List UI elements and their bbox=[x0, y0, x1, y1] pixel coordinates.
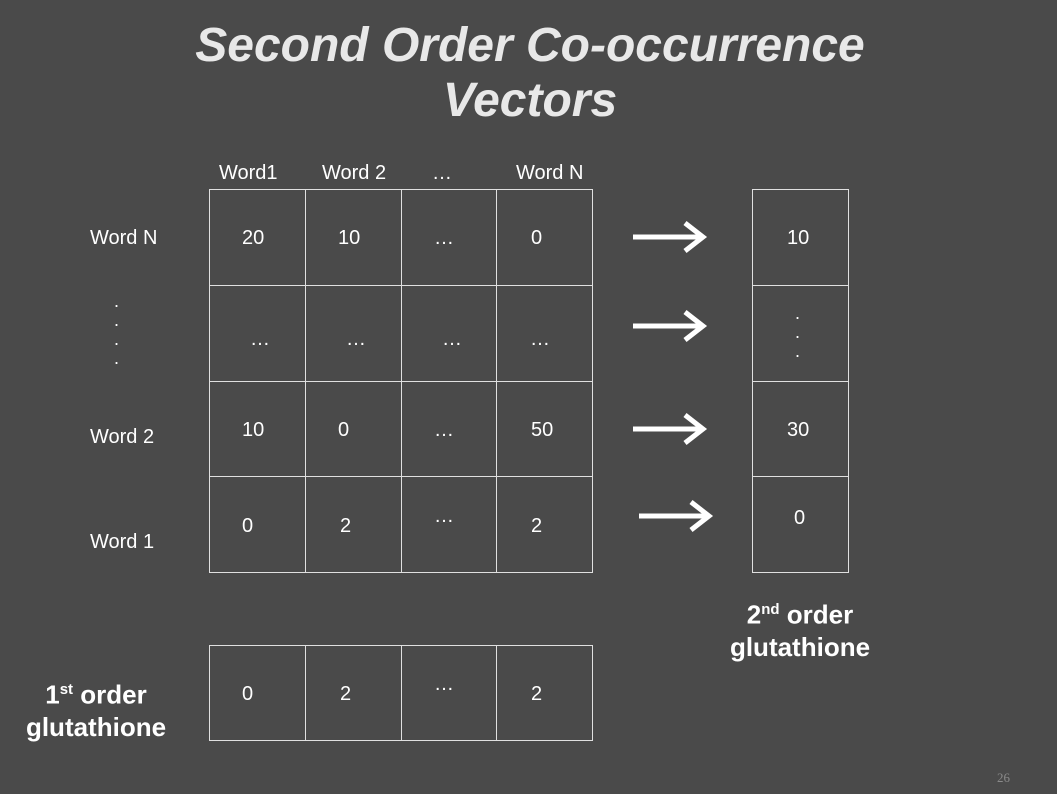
second-order-vector bbox=[752, 189, 849, 573]
matrix-cell: … bbox=[442, 328, 462, 350]
column-header-wordn: Word N bbox=[516, 162, 584, 184]
matrix-cell: 10 bbox=[338, 227, 361, 249]
row-label-wordn: Word N bbox=[90, 227, 158, 249]
vector-cell: 10 bbox=[787, 227, 810, 249]
column-header-word1: Word1 bbox=[219, 162, 278, 184]
matrix-cell: … bbox=[250, 328, 270, 350]
row-label-vertical-dots: .... bbox=[114, 291, 120, 368]
arrow-right-icon bbox=[631, 412, 709, 446]
slide-title: Second Order Co-occurrence Vectors bbox=[0, 18, 1057, 128]
vector-cell: 30 bbox=[787, 419, 810, 441]
second-order-caption: 2nd order glutathione bbox=[729, 599, 871, 662]
first-order-vector bbox=[209, 645, 593, 741]
first-order-caption: 1st order glutathione bbox=[25, 679, 167, 742]
matrix-cell: 10 bbox=[242, 419, 265, 441]
vector-cell: 2 bbox=[531, 683, 543, 705]
matrix-cell: 0 bbox=[531, 227, 543, 249]
vector-cell: 2 bbox=[340, 683, 352, 705]
matrix-cell: 0 bbox=[338, 419, 350, 441]
vector-cell: … bbox=[434, 673, 454, 695]
vector-cell-dots: ... bbox=[795, 303, 801, 361]
matrix-cell: … bbox=[530, 328, 550, 350]
vector-cell: 0 bbox=[794, 507, 806, 529]
arrow-right-icon bbox=[637, 499, 715, 533]
matrix-cell: … bbox=[434, 419, 454, 441]
arrow-right-icon bbox=[631, 309, 709, 343]
row-label-word2: Word 2 bbox=[90, 426, 155, 448]
matrix-cell: … bbox=[434, 227, 454, 249]
cooccurrence-matrix bbox=[209, 189, 593, 573]
slide-title-line2: Vectors bbox=[442, 74, 618, 127]
matrix-cell: 2 bbox=[340, 515, 352, 537]
row-label-word1: Word 1 bbox=[90, 531, 155, 553]
column-header-word2: Word 2 bbox=[322, 162, 387, 184]
matrix-cell: 2 bbox=[531, 515, 543, 537]
page-number: 26 bbox=[997, 770, 1010, 785]
vector-cell: 0 bbox=[242, 683, 254, 705]
arrow-right-icon bbox=[631, 220, 709, 254]
matrix-cell: 0 bbox=[242, 515, 254, 537]
slide-title-line1: Second Order Co-occurrence bbox=[195, 19, 865, 72]
column-header-ellipsis: … bbox=[432, 162, 452, 184]
matrix-cell: … bbox=[346, 328, 366, 350]
matrix-cell: 20 bbox=[242, 227, 265, 249]
matrix-cell: 50 bbox=[531, 419, 554, 441]
matrix-cell: … bbox=[434, 505, 454, 527]
